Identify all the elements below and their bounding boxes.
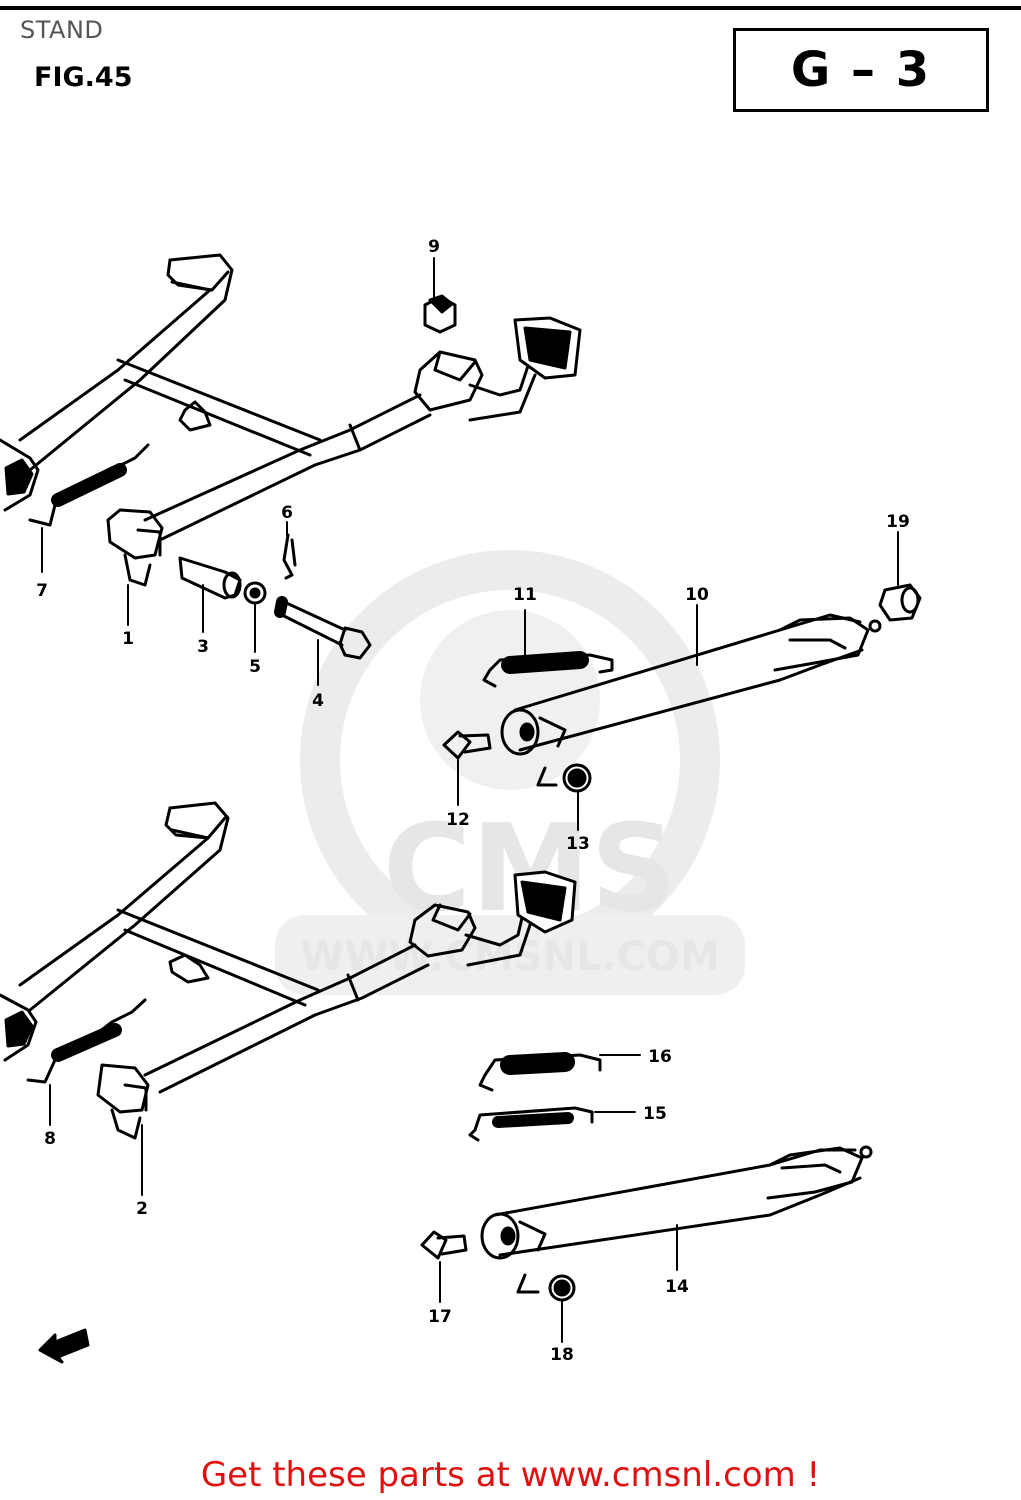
section-code: G – 3 (790, 42, 932, 98)
part-number-14: 14 (665, 1277, 689, 1297)
part-number-2: 2 (136, 1199, 148, 1219)
nut-13 (536, 763, 592, 793)
part-number-3: 3 (197, 637, 209, 657)
page-title: STAND (20, 16, 104, 44)
part-number-1: 1 (122, 629, 134, 649)
center-stand-upper (0, 253, 582, 587)
part-number-8: 8 (44, 1129, 56, 1149)
spring-16 (478, 1052, 602, 1092)
spring-11 (482, 651, 614, 688)
part-number-17: 17 (428, 1307, 452, 1327)
side-stand-lower (480, 1145, 873, 1260)
bolt-12 (442, 730, 492, 760)
spring-7 (28, 443, 150, 527)
top-border-rule (0, 6, 1021, 10)
cotter-pin-6 (282, 533, 297, 580)
washer-5 (243, 581, 267, 605)
part-number-7: 7 (36, 581, 48, 601)
part-number-4: 4 (312, 691, 324, 711)
part-number-13: 13 (566, 834, 590, 854)
footer-link[interactable]: Get these parts at www.cmsnl.com ! (200, 1455, 821, 1495)
part-number-19: 19 (886, 512, 910, 532)
part-number-labels: 1 2 3 4 5 6 7 8 9 10 11 12 13 14 15 16 1… (36, 237, 910, 1365)
part-number-9: 9 (428, 237, 440, 257)
forward-arrow-icon (38, 1328, 90, 1364)
spring-8 (26, 998, 147, 1084)
part-number-6: 6 (281, 503, 293, 523)
part-number-10: 10 (685, 585, 709, 605)
center-stand-lower (0, 801, 577, 1140)
leader-lines (41, 257, 899, 1343)
figure-label: FIG.45 (34, 62, 133, 93)
part-number-16: 16 (648, 1047, 672, 1067)
nut-9 (423, 294, 457, 334)
part-number-12: 12 (446, 810, 470, 830)
pivot-sleeve-3 (178, 556, 242, 600)
bushing-19 (878, 583, 922, 622)
bolt-4 (274, 596, 372, 660)
part-number-18: 18 (550, 1345, 574, 1365)
nut-18 (516, 1273, 576, 1302)
bolt-17 (420, 1230, 468, 1260)
section-code-box: G – 3 (733, 28, 989, 112)
side-stand-upper (500, 613, 882, 756)
part-number-11: 11 (513, 585, 537, 605)
watermark: CMS WWW.CMSNL.COM (275, 550, 745, 995)
part-number-5: 5 (249, 657, 261, 677)
part-number-15: 15 (643, 1104, 667, 1124)
spring-15 (468, 1106, 594, 1142)
